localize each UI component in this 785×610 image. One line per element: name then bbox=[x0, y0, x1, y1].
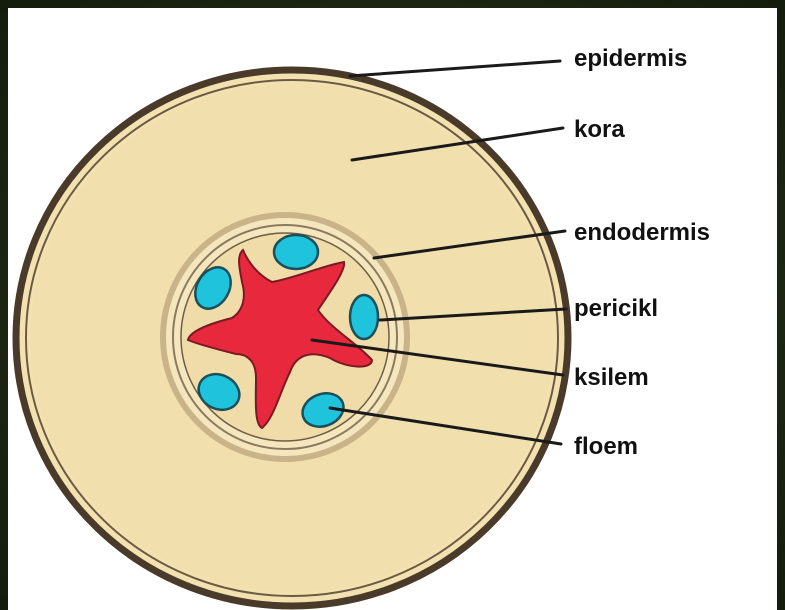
label-ksilem: ksilem bbox=[574, 364, 649, 391]
label-pericikl: pericikl bbox=[574, 295, 658, 322]
epidermis-leader-line bbox=[350, 61, 560, 76]
label-endodermis: endodermis bbox=[574, 219, 710, 246]
phloem-patch bbox=[274, 235, 318, 269]
label-floem: floem bbox=[574, 433, 638, 460]
label-epidermis: epidermis bbox=[574, 45, 687, 72]
phloem-patch bbox=[350, 295, 378, 339]
label-kora: kora bbox=[574, 116, 625, 143]
